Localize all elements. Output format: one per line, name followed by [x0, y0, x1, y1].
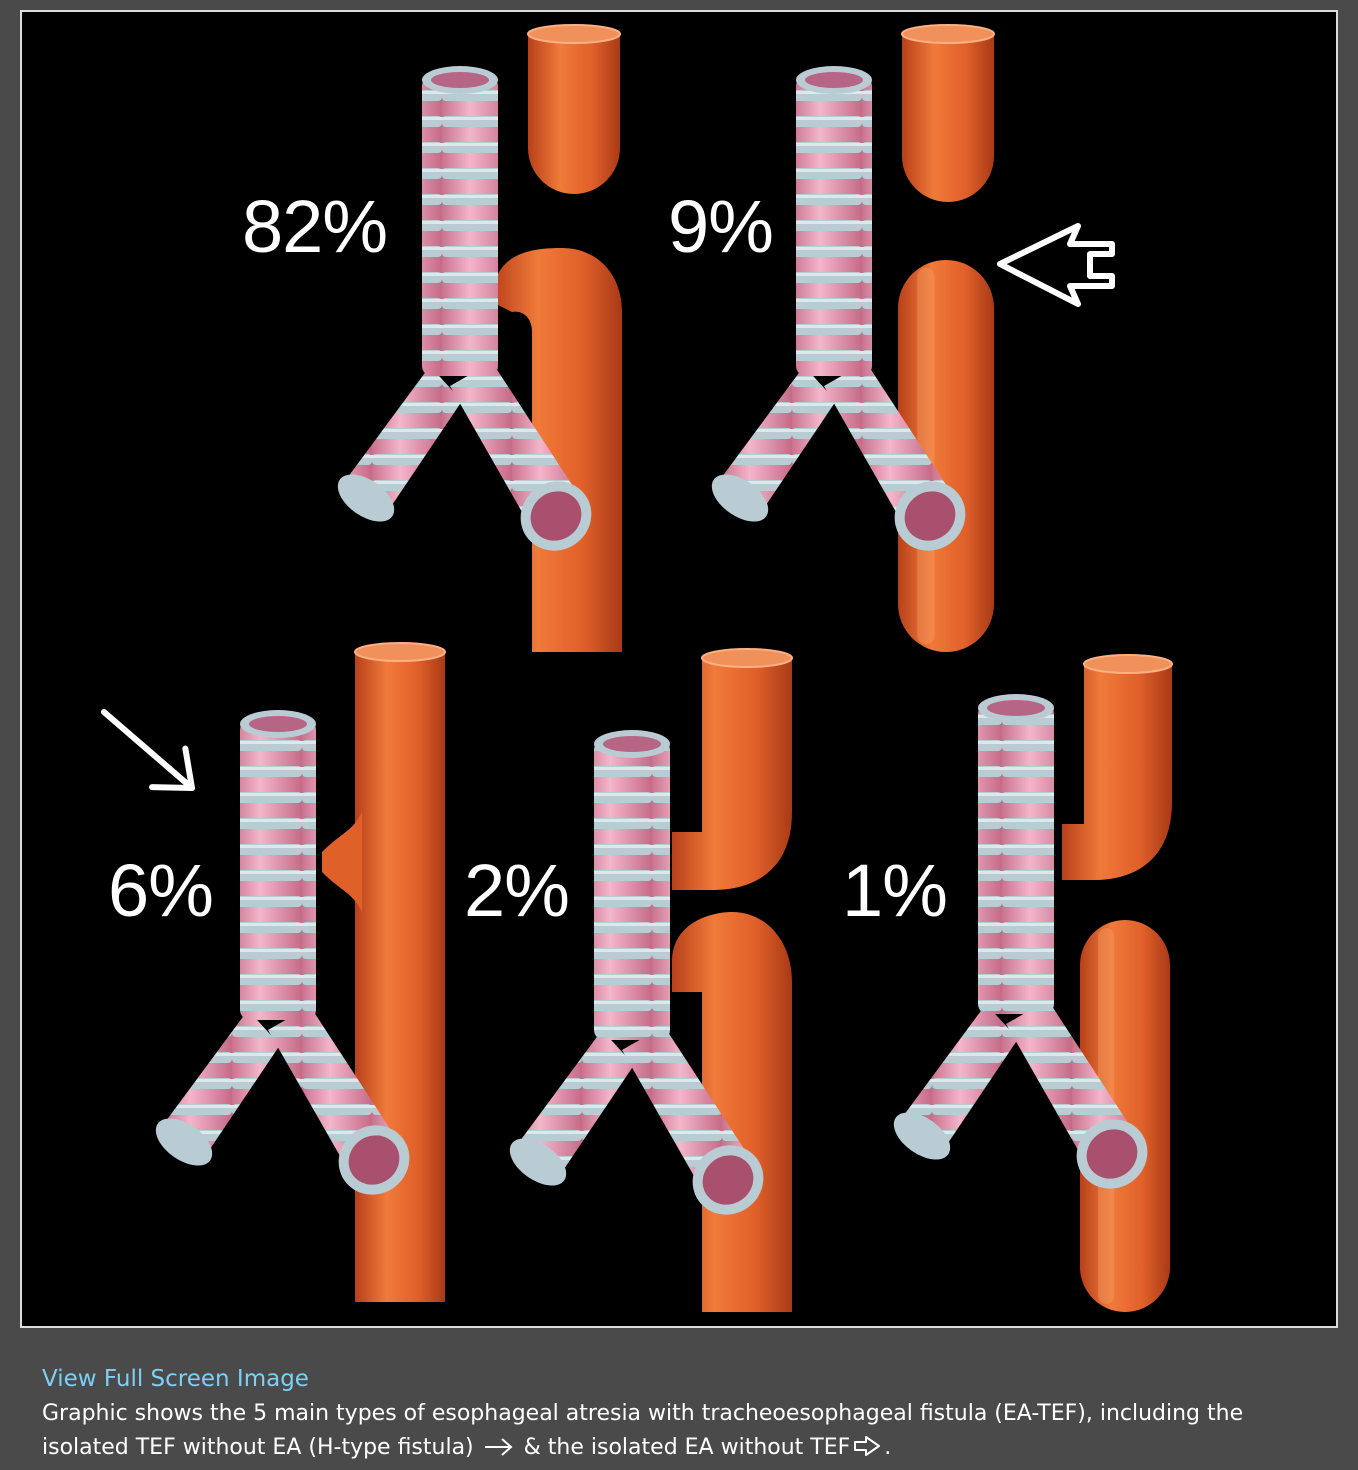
diagram-type-2 [711, 24, 995, 652]
figure-caption: View Full Screen Image Graphic shows the… [42, 1362, 1332, 1469]
diagram-type-4 [509, 648, 793, 1312]
fistula [322, 812, 362, 912]
outline-arrow-icon [997, 223, 1115, 307]
trachea-type-3 [155, 710, 410, 1195]
label-type-5: 1% [842, 849, 948, 932]
trachea-type-4 [509, 730, 764, 1215]
figure-image[interactable]: 82% 9% 6% 2% 1% [20, 10, 1338, 1328]
trachea-type-5 [893, 694, 1148, 1189]
caption-text-part2: & the isolated EA without TEF [523, 1435, 851, 1460]
esophagus-upper-with-fistula [1062, 664, 1172, 880]
trachea-type-1 [337, 66, 592, 551]
caption-text: Graphic shows the 5 main types of esopha… [42, 1397, 1332, 1469]
diagram-type-5 [893, 654, 1173, 1312]
esophagus-upper-pouch [528, 34, 620, 194]
esophagus-lower-pouch [1080, 920, 1170, 1312]
label-type-2: 9% [668, 185, 774, 268]
esophagus-distal [672, 912, 792, 1312]
arrow-icon [101, 709, 195, 791]
ea-tef-illustration [101, 24, 1173, 1312]
view-full-screen-link[interactable]: View Full Screen Image [42, 1366, 309, 1392]
label-type-4: 2% [464, 849, 570, 932]
esophagus-lower-pouch [898, 260, 994, 652]
label-type-3: 6% [108, 849, 214, 932]
outline-arrow-icon [852, 1434, 882, 1469]
caption-text-part1: Graphic shows the 5 main types of esopha… [42, 1401, 1244, 1460]
esophagus-continuous [355, 652, 445, 1302]
arrow-icon [483, 1435, 515, 1469]
diagram-type-3 [155, 642, 446, 1302]
caption-text-end: . [884, 1435, 892, 1460]
label-type-1: 82% [242, 185, 388, 268]
esophagus-distal [492, 248, 622, 652]
esophagus-upper-with-fistula [672, 658, 792, 890]
diagram-type-1 [337, 24, 622, 652]
trachea-type-2 [711, 66, 966, 551]
esophagus-upper-pouch [902, 34, 994, 202]
